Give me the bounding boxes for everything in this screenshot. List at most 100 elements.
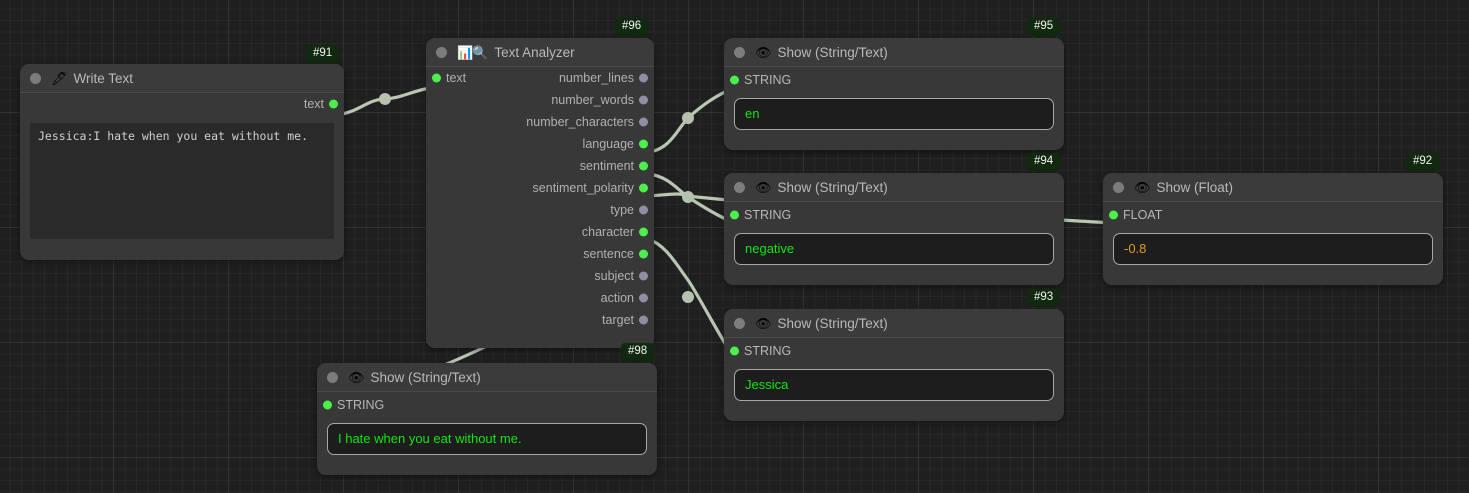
node-title: Show (Float) [1156,179,1234,195]
output-port-language[interactable]: language [426,133,654,155]
wire-sentiment-to-show94 [646,172,736,225]
port-dot[interactable] [639,227,648,237]
port-dot[interactable] [639,249,648,259]
node-header-show-language[interactable]: 👁 Show (String/Text) [724,38,1064,67]
node-collapse-dot[interactable] [327,371,338,383]
node-body-write-text: text Jessica:I hate when you eat without… [20,93,344,239]
input-port-string[interactable]: STRING [317,392,657,418]
port-dot[interactable] [639,183,648,193]
value-display[interactable]: I hate when you eat without me. [327,423,647,455]
port-dot-text[interactable] [329,99,338,109]
port-dot[interactable] [639,271,648,281]
value-display[interactable]: -0.8 [1113,233,1433,265]
value-display[interactable]: en [734,98,1054,130]
wire-language-to-show95 [646,86,736,154]
node-show-character[interactable]: 👁 Show (String/Text) STRING Jessica [724,309,1064,421]
node-badge-95: #95 [1027,18,1061,37]
eye-icon: 👁 [755,44,771,60]
node-header-write-text[interactable]: 🖋 Write Text [20,64,344,93]
node-header-show-sentiment[interactable]: 👁 Show (String/Text) [724,173,1064,202]
input-port-float[interactable]: FLOAT [1103,202,1443,228]
node-collapse-dot[interactable] [436,46,447,58]
wire-dot [682,112,694,124]
port-dot-text-in[interactable] [432,73,441,83]
node-show-language[interactable]: 👁 Show (String/Text) STRING en [724,38,1064,150]
port-label: FLOAT [1123,208,1163,222]
input-port-text[interactable]: text [426,67,566,89]
input-port-string[interactable]: STRING [724,202,1064,228]
port-label: STRING [744,73,792,87]
port-label: character [581,225,634,239]
port-dot-string[interactable] [730,346,739,356]
value-display[interactable]: Jessica [734,369,1054,401]
value-display[interactable]: negative [734,233,1054,265]
port-label: target [602,313,634,327]
eye-icon: 👁 [755,315,771,331]
output-port-type[interactable]: type [426,199,654,221]
input-port-string[interactable]: STRING [724,338,1064,364]
node-collapse-dot[interactable] [734,181,745,193]
port-label: sentiment_polarity [532,181,634,195]
output-port-text[interactable]: text [20,93,344,115]
port-dot[interactable] [639,161,648,171]
port-dot[interactable] [639,293,648,303]
bar-chart-magnifier-icon: 📊🔍 [457,44,488,60]
port-dot[interactable] [639,73,648,83]
input-port-string[interactable]: STRING [724,67,1064,93]
port-label: subject [594,269,634,283]
output-port-number-characters[interactable]: number_characters [426,111,654,133]
port-dot-float[interactable] [1109,210,1118,220]
node-show-polarity[interactable]: 👁 Show (Float) FLOAT -0.8 [1103,173,1443,285]
port-dot[interactable] [639,117,648,127]
port-dot[interactable] [639,315,648,325]
node-badge-98: #98 [621,343,655,362]
node-badge-91: #91 [306,45,340,64]
port-label: number_lines [558,71,634,85]
node-title: Text Analyzer [494,44,575,60]
node-header-show-character[interactable]: 👁 Show (String/Text) [724,309,1064,338]
port-label: action [600,291,634,305]
port-dot[interactable] [639,95,648,105]
node-badge-93: #93 [1027,289,1061,308]
node-write-text[interactable]: 🖋 Write Text text Jessica:I hate when yo… [20,64,344,260]
port-dot-string[interactable] [323,400,332,410]
output-port-list: number_lines number_words number_charact… [426,67,654,331]
wire-dot [379,93,391,105]
port-label: STRING [337,398,385,412]
node-header-show-sentence[interactable]: 👁 Show (String/Text) [317,363,657,392]
node-header-show-polarity[interactable]: 👁 Show (Float) [1103,173,1443,202]
node-collapse-dot[interactable] [734,46,745,58]
node-body-show-sentiment: STRING negative [724,202,1064,265]
node-collapse-dot[interactable] [734,317,745,329]
output-port-number-words[interactable]: number_words [426,89,654,111]
port-dot[interactable] [639,139,648,149]
output-port-sentence[interactable]: sentence [426,243,654,265]
node-show-sentence[interactable]: 👁 Show (String/Text) STRING I hate when … [317,363,657,475]
output-port-sentiment-polarity[interactable]: sentiment_polarity [426,177,654,199]
node-title: Show (String/Text) [777,44,888,60]
node-text-analyzer[interactable]: 📊🔍 Text Analyzer text number_lines numbe… [426,38,654,348]
port-dot[interactable] [639,205,648,215]
port-label: type [610,203,634,217]
node-collapse-dot[interactable] [30,72,41,84]
port-dot-string[interactable] [730,210,739,220]
wire-dot [682,191,694,203]
node-badge-94: #94 [1027,153,1061,172]
node-collapse-dot[interactable] [1113,181,1124,193]
output-port-action[interactable]: action [426,287,654,309]
port-dot-string[interactable] [730,75,739,85]
node-title: Write Text [73,70,134,86]
text-input-field[interactable]: Jessica:I hate when you eat without me. [30,123,334,239]
node-body-show-polarity: FLOAT -0.8 [1103,202,1443,265]
output-port-subject[interactable]: subject [426,265,654,287]
output-port-sentiment[interactable]: sentiment [426,155,654,177]
output-port-character[interactable]: character [426,221,654,243]
wire-write-text-to-analyzer [334,85,438,117]
output-port-target[interactable]: target [426,309,654,331]
node-body-show-character: STRING Jessica [724,338,1064,401]
node-badge-92: #92 [1406,153,1440,172]
node-header-text-analyzer[interactable]: 📊🔍 Text Analyzer [426,38,654,67]
node-show-sentiment[interactable]: 👁 Show (String/Text) STRING negative [724,173,1064,285]
output-port-number-lines[interactable]: number_lines [426,67,654,89]
